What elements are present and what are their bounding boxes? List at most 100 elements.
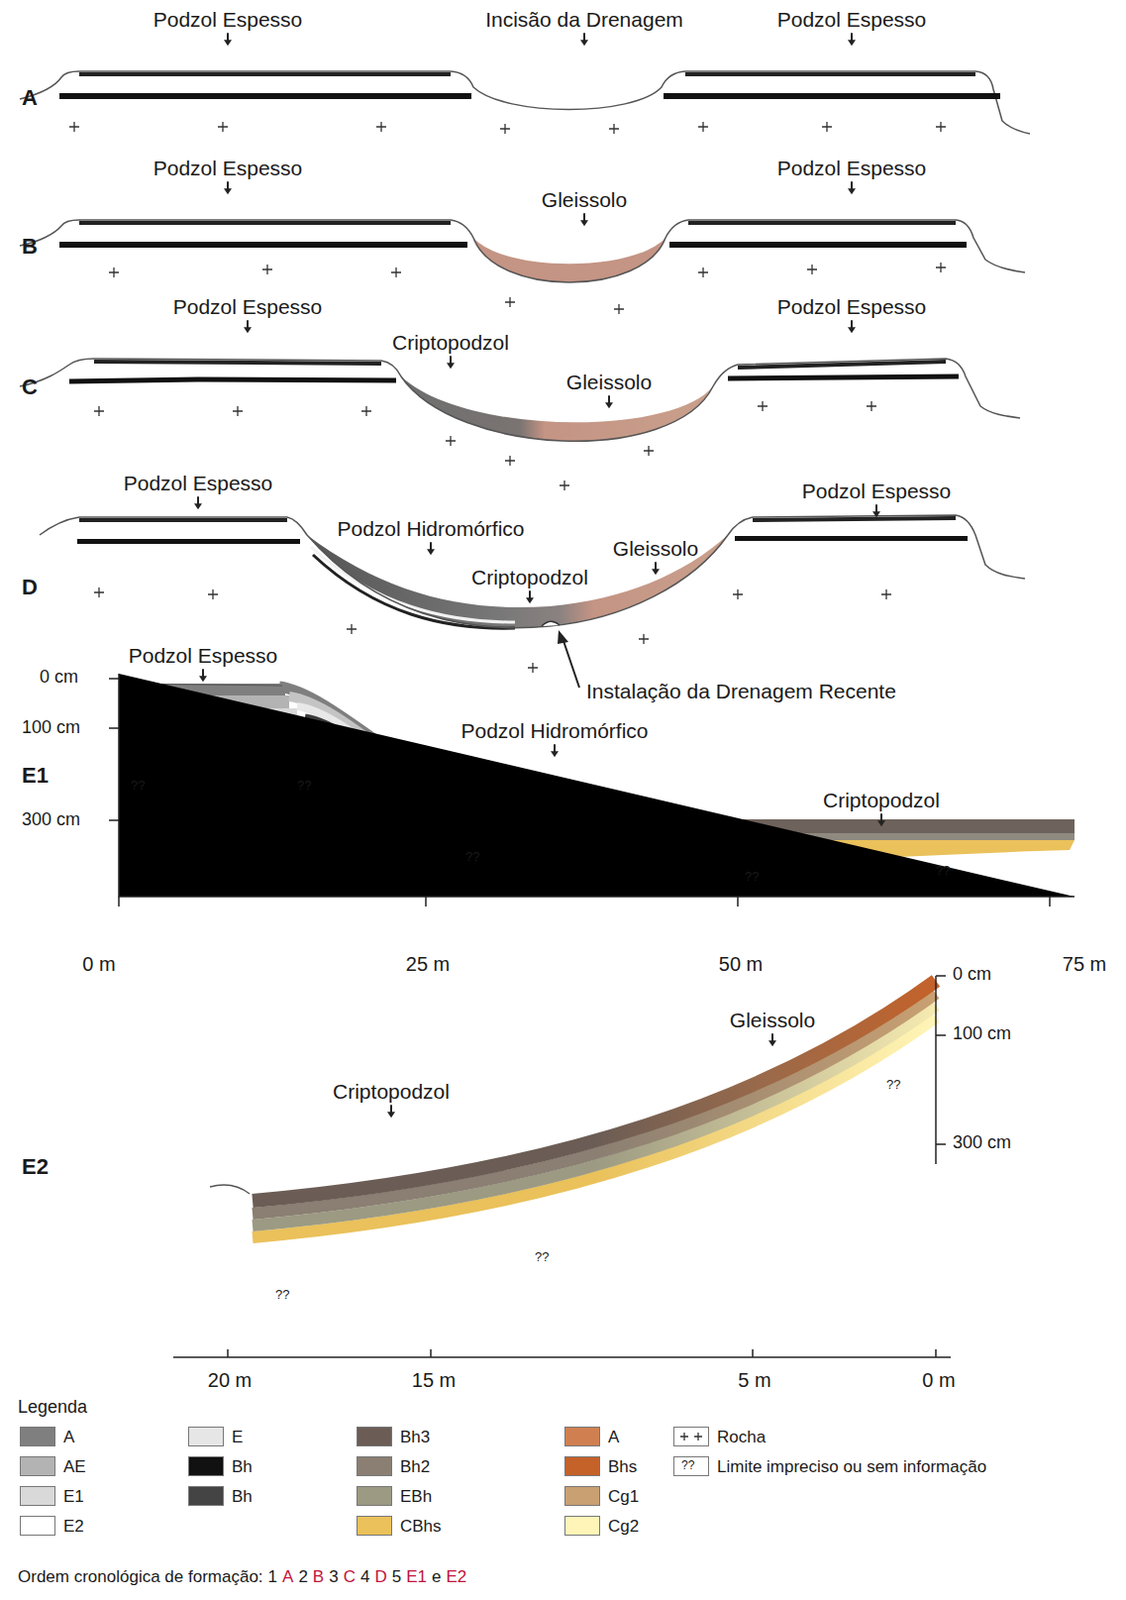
panel-letter: E1 bbox=[21, 762, 49, 788]
soil-label: Podzol Espesso bbox=[802, 479, 952, 504]
axis-label: 15 m bbox=[411, 1368, 456, 1392]
pointer-arrow bbox=[429, 541, 432, 550]
legend-text: E1 bbox=[63, 1486, 85, 1507]
axis-label: 50 m bbox=[718, 952, 763, 976]
soil-label: Podzol Hidromórfico bbox=[460, 718, 648, 743]
unknown-mark: ?? bbox=[275, 1287, 290, 1303]
legend-swatch: ?? bbox=[673, 1455, 710, 1476]
soil-label: Incisão da Drenagem bbox=[485, 7, 684, 32]
pointer-arrow bbox=[446, 362, 455, 369]
legend-swatch bbox=[19, 1426, 56, 1446]
legend-swatch bbox=[356, 1515, 393, 1536]
legend-text: Bh bbox=[231, 1486, 253, 1507]
panel-letter: E2 bbox=[21, 1153, 49, 1179]
rock-symbol bbox=[674, 1427, 709, 1445]
pointer-arrow bbox=[580, 219, 589, 226]
soil-label: Gleissolo bbox=[729, 1008, 816, 1032]
pointer-arrow bbox=[243, 326, 252, 333]
pointer-arrow bbox=[223, 188, 232, 195]
pointer-arrow bbox=[197, 496, 200, 505]
axis-label: 300 cm bbox=[952, 1131, 1012, 1153]
pointer-arrow bbox=[199, 675, 207, 682]
axis-label: 75 m bbox=[1062, 952, 1107, 976]
legend-text: EBh bbox=[400, 1486, 432, 1507]
chronology-text: Ordem cronológica de formação: bbox=[17, 1566, 264, 1586]
pointer-arrow bbox=[847, 188, 856, 195]
legend-swatch bbox=[188, 1485, 224, 1506]
panel-reference: E2 bbox=[445, 1566, 467, 1586]
axis-label: 300 cm bbox=[21, 809, 81, 830]
legend-text: Bh2 bbox=[400, 1456, 430, 1477]
pointer-arrow bbox=[850, 319, 853, 328]
pointer-arrow bbox=[246, 319, 249, 328]
pointer-arrow bbox=[768, 1039, 777, 1046]
axis-label: 100 cm bbox=[21, 716, 81, 738]
unknown-mark: ?? bbox=[297, 778, 311, 794]
pointer-arrow bbox=[875, 504, 878, 512]
panel-reference: C bbox=[343, 1566, 356, 1586]
legend-swatch bbox=[19, 1485, 56, 1506]
soil-label: Podzol Hidromórfico bbox=[336, 516, 524, 541]
legend-swatch bbox=[356, 1426, 393, 1446]
chronology-text: 4 bbox=[360, 1566, 370, 1586]
axis-label: 25 m bbox=[406, 952, 450, 976]
soil-label: Gleissolo bbox=[566, 370, 652, 395]
legend-swatch bbox=[19, 1455, 56, 1476]
pointer-arrow bbox=[580, 39, 589, 46]
legend-swatch bbox=[564, 1485, 601, 1506]
legend-swatch bbox=[188, 1426, 224, 1446]
chronology-text: 3 bbox=[328, 1566, 338, 1586]
unknown-mark: ?? bbox=[744, 869, 759, 885]
soil-label: Podzol Espesso bbox=[173, 295, 323, 319]
legend-swatch bbox=[564, 1515, 601, 1536]
soil-label: Criptopodzol bbox=[392, 330, 510, 355]
pointer-arrow bbox=[583, 32, 586, 41]
legend-text: CBhs bbox=[400, 1516, 442, 1536]
pointer-arrow bbox=[850, 32, 853, 41]
pointer-arrow bbox=[850, 181, 853, 190]
unknown-mark: ?? bbox=[681, 1458, 695, 1473]
pointer-arrow bbox=[226, 181, 229, 190]
legend-text: Bhs bbox=[608, 1456, 637, 1477]
pointer-arrow bbox=[583, 212, 586, 221]
panel-letter: A bbox=[21, 85, 38, 110]
axis-label: 20 m bbox=[207, 1368, 252, 1392]
soil-label: Podzol Espesso bbox=[777, 156, 927, 181]
axis-label: 100 cm bbox=[952, 1023, 1012, 1044]
pointer-arrow bbox=[608, 395, 611, 404]
chronology-text: e bbox=[431, 1566, 441, 1586]
soil-label: Podzol Espesso bbox=[153, 156, 304, 181]
pointer-arrow bbox=[880, 813, 883, 821]
legend-text: Cg2 bbox=[608, 1516, 639, 1536]
legend-swatch bbox=[188, 1455, 224, 1476]
chronology-note: Ordem cronológica de formação:1A2B3C4D5E… bbox=[17, 1566, 472, 1587]
pointer-arrow bbox=[771, 1032, 774, 1041]
legend-swatch bbox=[356, 1485, 393, 1506]
soil-label: Podzol Espesso bbox=[128, 643, 279, 668]
legend-swatch bbox=[564, 1426, 601, 1446]
pointer-arrow bbox=[226, 32, 229, 41]
panel-reference: A bbox=[282, 1566, 294, 1586]
panel-reference: B bbox=[312, 1566, 324, 1586]
pointer-arrow bbox=[528, 590, 531, 599]
pointer-arrow bbox=[605, 402, 614, 409]
panel-letter: D bbox=[21, 574, 38, 600]
pointer-arrow bbox=[654, 561, 657, 570]
axis-label: 0 cm bbox=[952, 963, 992, 985]
pointer-arrow bbox=[847, 326, 856, 333]
legend-text: A bbox=[608, 1427, 619, 1447]
soil-label: Gleissolo bbox=[541, 188, 627, 212]
panel-letter: B bbox=[21, 233, 38, 259]
panel-reference: E1 bbox=[406, 1566, 427, 1586]
unknown-mark: ?? bbox=[130, 778, 145, 794]
soil-label: Podzol Espesso bbox=[153, 7, 304, 32]
legend-text: Rocha bbox=[716, 1427, 766, 1447]
legend-title: Legenda bbox=[17, 1396, 88, 1418]
pointer-arrow bbox=[194, 503, 203, 510]
axis-label: 0 cm bbox=[39, 666, 79, 688]
legend-text: Bh3 bbox=[400, 1427, 430, 1447]
soil-label: Podzol Espesso bbox=[777, 7, 927, 32]
legend-swatch bbox=[19, 1515, 56, 1536]
